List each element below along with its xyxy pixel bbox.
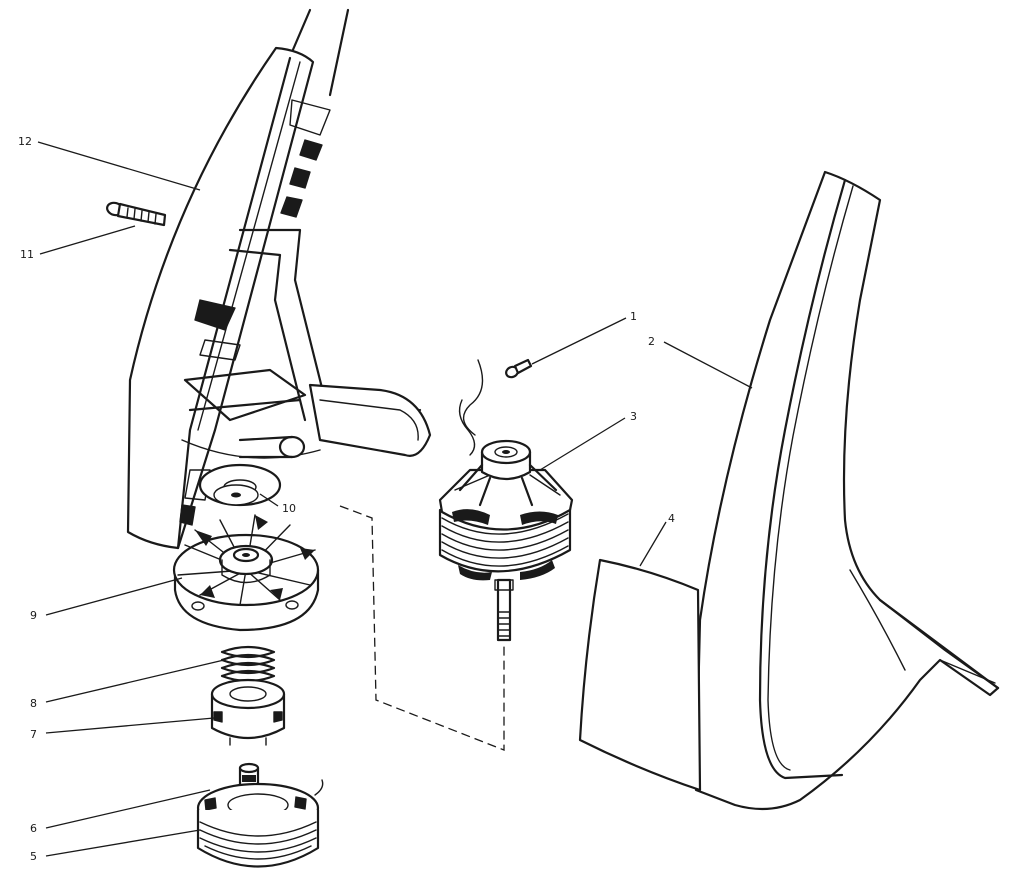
part-9-fan [172,514,320,632]
assembly-line [339,505,505,751]
callout-9: 9 [30,609,37,622]
part-7-coupling [210,678,286,746]
callout-12: 12 [18,135,32,148]
callout-8: 8 [30,697,37,710]
callout-10: 10 [282,502,296,515]
part-10-washer [213,484,259,506]
leader-lines [37,141,753,857]
callout-1: 1 [630,310,637,323]
callout-4: 4 [668,512,675,525]
part-3-motor [438,359,574,642]
part-1-screw [505,358,533,379]
callout-7: 7 [30,728,37,741]
callout-6: 6 [30,822,37,835]
callout-11: 11 [20,248,34,261]
part-12-housing-left [126,8,432,550]
callout-3: 3 [630,410,637,423]
part-2-housing-right [694,170,1000,811]
part-5-reel [196,808,320,868]
callout-5: 5 [30,850,37,863]
callout-2: 2 [648,335,655,348]
part-8-spring [220,645,276,683]
part-11-screw [106,201,167,227]
part-4-label [578,558,702,792]
